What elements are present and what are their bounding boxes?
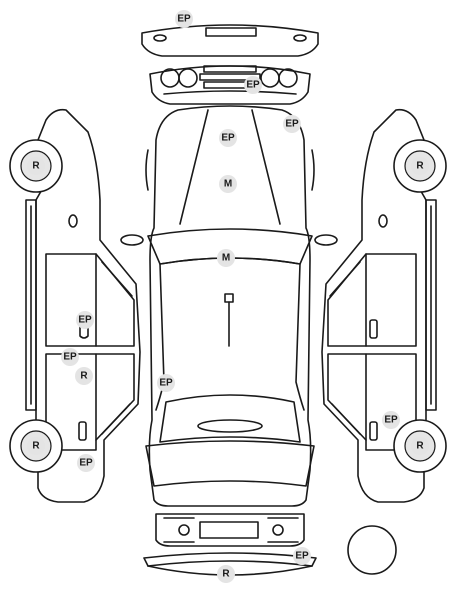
marker-label: EP [159,378,173,389]
marker-ep-front-bumper[interactable]: EP [175,10,193,28]
marker-ep-left-rear-wheel-area[interactable]: EP [77,454,95,472]
left-side-view[interactable] [25,108,141,503]
marker-label: EP [63,352,77,363]
front-bumper[interactable] [141,24,319,57]
right-side-view[interactable] [321,108,437,503]
rear-section[interactable] [155,513,305,547]
marker-ep-rear-bumper[interactable]: EP [293,547,311,565]
marker-label: R [32,441,40,452]
marker-label: EP [384,415,398,426]
marker-r-left-rear-door[interactable]: R [75,367,93,385]
marker-label: R [416,441,424,452]
marker-label: EP [221,133,235,144]
marker-label: R [32,161,40,172]
marker-m-hood[interactable]: M [219,175,237,193]
marker-label: M [224,179,232,190]
marker-ep-front-grille[interactable]: EP [244,76,262,94]
marker-label: M [222,253,230,264]
marker-ep-left-rocker[interactable]: EP [61,348,79,366]
marker-label: R [416,161,424,172]
marker-label: EP [295,551,309,562]
car-top-view[interactable] [120,105,338,507]
marker-ep-right-rear-door[interactable]: EP [382,411,400,429]
marker-label: EP [246,80,260,91]
front-grille[interactable] [149,65,311,105]
marker-label: EP [78,315,92,326]
marker-r-left-front-tire[interactable]: R [27,157,45,175]
marker-r-right-front-tire[interactable]: R [411,157,429,175]
spare-tire[interactable] [347,525,397,575]
marker-ep-hood[interactable]: EP [219,129,237,147]
marker-ep-left-front-door[interactable]: EP [76,311,94,329]
marker-label: R [222,569,230,580]
marker-ep-hood-right-edge[interactable]: EP [283,115,301,133]
marker-label: EP [177,14,191,25]
marker-m-windshield[interactable]: M [217,249,235,267]
marker-r-right-rear-tire[interactable]: R [411,437,429,455]
marker-label: EP [285,119,299,130]
marker-ep-roof-left-rear[interactable]: EP [157,374,175,392]
marker-label: R [80,371,88,382]
marker-label: EP [79,458,93,469]
marker-r-rear-bumper[interactable]: R [217,565,235,583]
marker-r-left-rear-tire[interactable]: R [27,437,45,455]
